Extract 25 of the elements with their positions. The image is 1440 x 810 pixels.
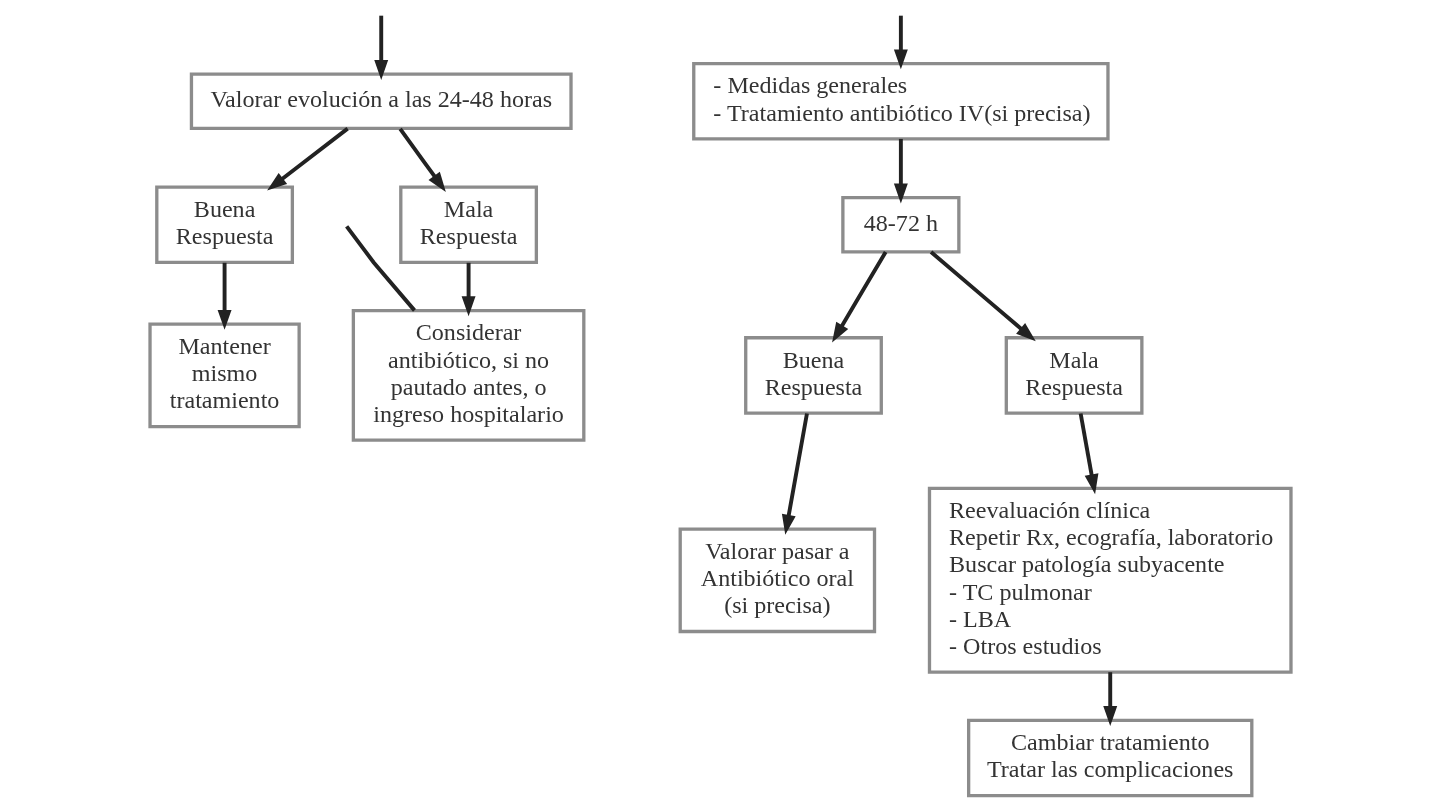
arrow bbox=[398, 127, 446, 192]
node-box: Valorar evolución a las 24-48 horas bbox=[189, 72, 573, 131]
arrow bbox=[1078, 413, 1098, 495]
arrow bbox=[1102, 672, 1117, 727]
connector bbox=[344, 225, 416, 312]
arrow bbox=[373, 15, 388, 80]
node-box: Mantener mismo tratamiento bbox=[147, 322, 301, 429]
node-box: Valorar pasar a Antibiótico oral (si precisa) bbox=[678, 527, 876, 634]
node-box: Mala Respuesta bbox=[1004, 336, 1143, 415]
arrow bbox=[831, 251, 887, 343]
arrow bbox=[893, 138, 908, 204]
node-box: 48-72 h bbox=[840, 196, 960, 254]
node-box: Reevaluación clínica Repetir Rx, ecografía, laboratorio Buscar patología subyacente - TC pulmonar - LBA - Otros estudios bbox=[927, 486, 1293, 674]
arrow bbox=[929, 250, 1036, 342]
arrow bbox=[217, 262, 232, 330]
node-box: Buena Respuesta bbox=[743, 336, 883, 415]
arrow bbox=[461, 262, 476, 317]
arrow bbox=[781, 413, 809, 535]
node-box: Mala Respuesta bbox=[398, 185, 538, 265]
node-box: Buena Respuesta bbox=[154, 185, 294, 265]
arrow bbox=[266, 127, 349, 191]
node-box: Cambiar tratamiento Tratar las complicaciones bbox=[966, 718, 1253, 798]
node-box: - Medidas generales - Tratamiento antibiótico IV(si precisa) bbox=[691, 61, 1110, 141]
node-box: Considerar antibiótico, si no pautado antes, o ingreso hospitalario bbox=[351, 309, 585, 442]
arrow bbox=[893, 15, 908, 70]
